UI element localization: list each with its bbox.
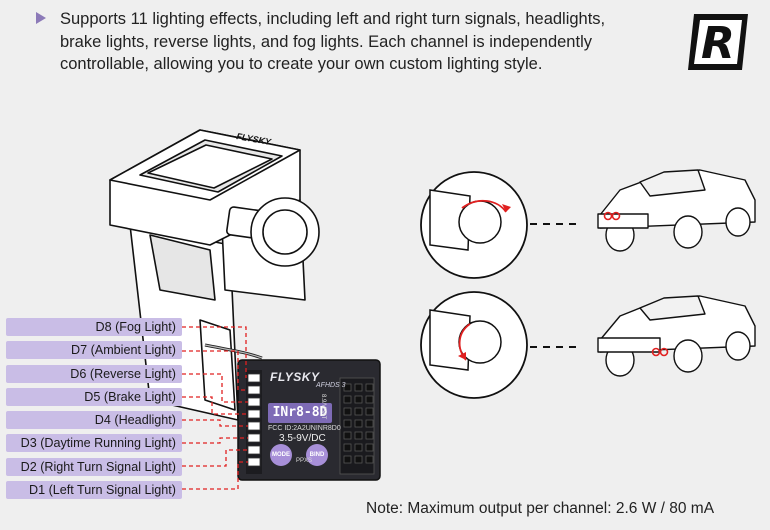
channel-labels: D8 (Fog Light) D7 (Ambient Light) D6 (Re… (6, 318, 182, 504)
headlight-lights (651, 347, 669, 357)
receiver-bind-button: BIND (306, 444, 328, 466)
knob-detail-bottom (420, 291, 528, 399)
receiver-pps: PPXS (296, 458, 313, 464)
channel-label-d6: D6 (Reverse Light) (6, 364, 182, 383)
channel-label-d2: D2 (Right Turn Signal Light) (6, 457, 182, 476)
truck-illustration-bottom (597, 295, 756, 377)
turn-signal-lights (603, 211, 621, 221)
receiver-fcc: FCC ID:2A2UNINR8D0 (268, 425, 341, 432)
knob-detail-top (420, 171, 528, 279)
channel-label-d1: D1 (Left Turn Signal Light) (6, 481, 182, 500)
receiver-brand: FLYSKY (270, 370, 320, 384)
badge-letter: R (701, 18, 735, 69)
intro-text: Supports 11 lighting effects, including … (60, 10, 606, 73)
receiver-voltage: 3.5-9V/DC (279, 433, 326, 444)
bullet-triangle-icon (36, 12, 46, 24)
receiver-model: INr8-8D (268, 403, 332, 423)
footnote: Note: Maximum output per channel: 2.6 W … (366, 500, 715, 517)
channel-label-d7: D7 (Ambient Light) (6, 341, 182, 360)
rc-brand-badge: R (688, 14, 748, 70)
servo-pins (339, 377, 375, 475)
channel-pins (247, 373, 261, 467)
receiver-mode-button: MODE (270, 444, 292, 466)
channel-label-d5: D5 (Brake Light) (6, 387, 182, 406)
truck-illustration-top (597, 169, 756, 252)
receiver-tech: AFHDS 3 (316, 382, 346, 389)
channel-label-d8: D8 (Fog Light) (6, 318, 182, 336)
channel-label-d4: D4 (Headlight) (6, 411, 182, 430)
receiver-side-label: 8.9/VBAT (320, 394, 326, 420)
channel-label-d3: D3 (Daytime Running Light) (6, 434, 182, 453)
connector-lines (182, 326, 248, 490)
